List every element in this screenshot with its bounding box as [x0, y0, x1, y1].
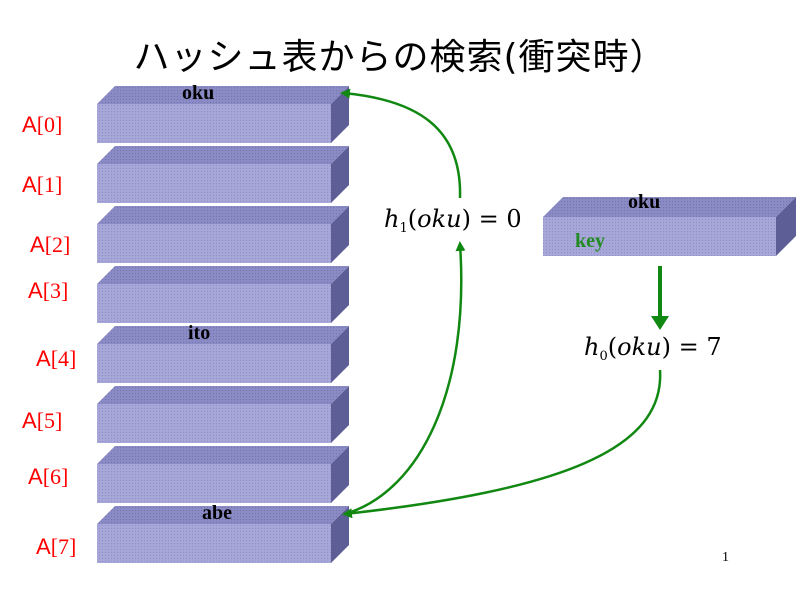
formula-h0-result: 7	[706, 333, 722, 361]
slot-box-2	[97, 224, 331, 263]
formula-h0-func: h	[584, 333, 600, 361]
arrow-h1-to-slot0	[340, 88, 462, 199]
slot-box-side	[331, 266, 349, 323]
slot-label-prefix: A	[36, 346, 51, 371]
slot-box-top	[97, 206, 349, 224]
key-box-top	[543, 197, 796, 217]
arrow-h0-to-slot7	[342, 369, 662, 519]
formula-h1-func: h	[384, 205, 400, 233]
slot-label-prefix: A	[30, 232, 45, 257]
slot-box-top	[97, 506, 349, 524]
key-box	[543, 197, 796, 256]
slot-box-top	[97, 146, 349, 164]
slot-label-index: [7]	[50, 534, 77, 559]
slot-label-6: A[6]	[28, 464, 68, 490]
slot-box-6	[97, 464, 331, 503]
slot-label-prefix: A	[22, 408, 37, 433]
slot-label-5: A[5]	[22, 408, 62, 434]
slot-box-side	[331, 446, 349, 503]
formula-h1: h1(oku) = 0	[384, 205, 522, 236]
slot-label-prefix: A	[28, 464, 43, 489]
arrow-key-to-h0-head	[651, 316, 669, 330]
key-box-side	[776, 197, 796, 256]
slot-box-side	[331, 206, 349, 263]
key-box-value: oku	[628, 191, 661, 213]
slot-box-top	[97, 86, 349, 104]
formula-h0-arg: oku	[617, 333, 662, 361]
slot-box-top	[97, 326, 349, 344]
hash-table-slots	[97, 86, 349, 563]
page-number: 1	[722, 550, 729, 565]
slot-label-1: A[1]	[22, 172, 62, 198]
slot-box-top	[97, 386, 349, 404]
slot-label-index: [1]	[36, 172, 63, 197]
slot-box-5	[97, 404, 331, 443]
slot-label-7: A[7]	[36, 534, 76, 560]
key-box-front	[543, 217, 776, 256]
slot-box-side	[331, 326, 349, 383]
formula-h1-arg: oku	[417, 205, 462, 233]
slot-value-0: oku	[182, 82, 215, 104]
slot-label-index: [2]	[44, 232, 71, 257]
slot-box-side	[331, 146, 349, 203]
slot-label-prefix: A	[22, 112, 37, 137]
slot-box-top	[97, 446, 349, 464]
slot-label-index: [0]	[36, 112, 63, 137]
slot-box-1	[97, 164, 331, 203]
slot-box-4	[97, 344, 331, 383]
slot-label-4: A[4]	[36, 346, 76, 372]
slot-value-4: ito	[188, 322, 211, 344]
key-box-caption: key	[575, 230, 605, 252]
slot-box-side	[331, 506, 349, 563]
slot-box-side	[331, 86, 349, 143]
formula-h1-sub: 1	[399, 221, 408, 236]
slot-label-index: [4]	[50, 346, 77, 371]
slot-label-index: [6]	[42, 464, 69, 489]
formula-h0-sub: 0	[599, 349, 608, 364]
formula-h0: h0(oku) = 7	[584, 333, 722, 364]
slot-box-side	[331, 386, 349, 443]
slot-value-7: abe	[202, 502, 232, 524]
slot-label-2: A[2]	[30, 232, 70, 258]
slot-label-index: [3]	[42, 278, 69, 303]
slot-box-7	[97, 524, 331, 563]
slot-label-prefix: A	[36, 534, 51, 559]
slot-box-3	[97, 284, 331, 323]
slide-title: ハッシュ表からの検索(衝突時）	[133, 37, 667, 78]
slot-label-3: A[3]	[28, 278, 68, 304]
slot-label-index: [5]	[36, 408, 63, 433]
formula-h1-result: 0	[506, 205, 522, 233]
slot-box-top	[97, 266, 349, 284]
slot-box-0	[97, 104, 331, 143]
slot-label-prefix: A	[28, 278, 43, 303]
slot-label-0: A[0]	[22, 112, 62, 138]
slot-label-prefix: A	[22, 172, 37, 197]
arrow-slot7-to-h1	[347, 241, 466, 515]
